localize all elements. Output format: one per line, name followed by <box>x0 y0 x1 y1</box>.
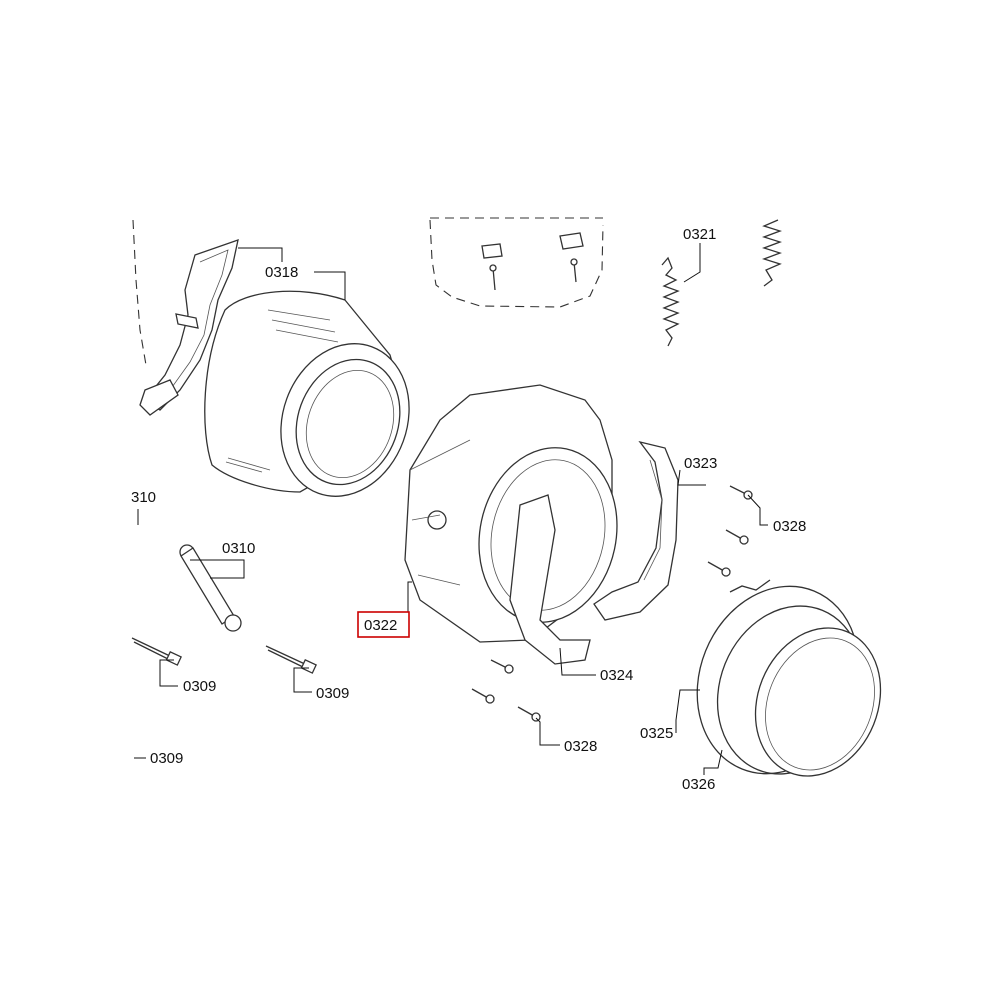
label-0309-a[interactable]: 0309 <box>183 678 216 695</box>
highlight-box-0322 <box>357 611 410 638</box>
label-0318[interactable]: 0318 <box>265 264 298 281</box>
screw-set-top <box>707 485 753 577</box>
label-0328-top[interactable]: 0328 <box>773 518 806 535</box>
arc-bracket-part <box>593 440 679 621</box>
label-0309-c[interactable]: 0309 <box>150 750 183 767</box>
label-0326[interactable]: 0326 <box>682 776 715 793</box>
detail-frame <box>429 217 604 308</box>
tub-half-part <box>404 384 618 665</box>
door-gasket-part <box>696 579 882 777</box>
label-0322[interactable]: 0322 <box>364 617 397 634</box>
label-0309-b[interactable]: 0309 <box>316 685 349 702</box>
label-0324[interactable]: 0324 <box>600 667 633 684</box>
screw-set-bottom <box>471 659 541 722</box>
shock-absorber-part <box>179 544 242 632</box>
label-0325[interactable]: 0325 <box>640 725 673 742</box>
bolt-a-part <box>131 637 182 666</box>
label-0310[interactable]: 0310 <box>222 540 255 557</box>
label-0323[interactable]: 0323 <box>684 455 717 472</box>
spring-right-part <box>761 219 783 287</box>
spring-left-part <box>661 256 680 347</box>
left-frame-fragment <box>132 219 147 366</box>
bolt-b-part <box>265 645 317 674</box>
label-0328-bottom[interactable]: 0328 <box>564 738 597 755</box>
leader-lines <box>134 243 768 775</box>
label-0321[interactable]: 0321 <box>683 226 716 243</box>
drum-part <box>204 290 410 497</box>
label-310[interactable]: 310 <box>131 489 156 506</box>
drum-spider-part <box>139 239 239 416</box>
